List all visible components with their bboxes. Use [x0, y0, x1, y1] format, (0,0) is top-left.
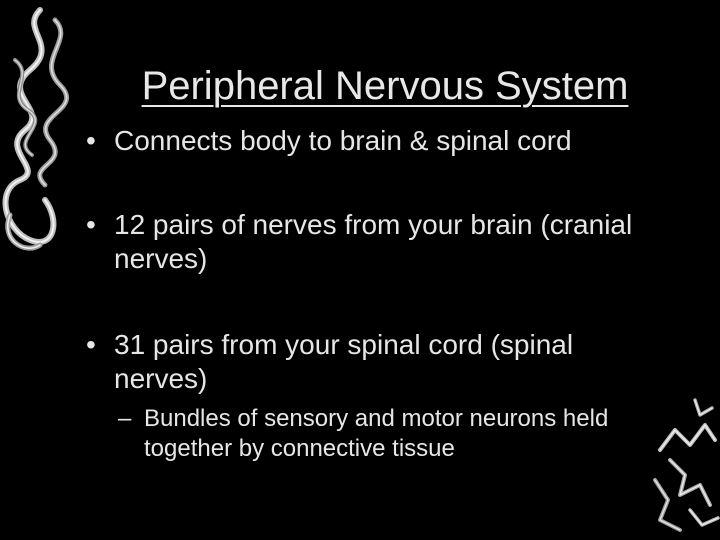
sub-bullet-item: – Bundles of sensory and motor neurons h…	[118, 404, 638, 464]
sub-bullet-text: Bundles of sensory and motor neurons hel…	[144, 405, 609, 462]
bullet-item: • 12 pairs of nerves from your brain (cr…	[86, 208, 666, 276]
bullet-marker: •	[86, 329, 96, 360]
bullet-text: 12 pairs of nerves from your brain (cran…	[114, 209, 633, 274]
bullet-text: 31 pairs from your spinal cord (spinal n…	[114, 329, 574, 394]
bullet-marker: •	[86, 209, 96, 240]
bullet-item: • Connects body to brain & spinal cord	[86, 124, 666, 158]
neuron-branch-graphic	[653, 398, 720, 532]
bullet-marker: •	[86, 125, 96, 156]
sub-bullet-marker: –	[118, 405, 132, 432]
nerve-squiggle-graphic	[2, 7, 70, 251]
slide-title: Peripheral Nervous System	[141, 64, 629, 108]
bullet-text: Connects body to brain & spinal cord	[114, 125, 572, 156]
bullet-item: • 31 pairs from your spinal cord (spinal…	[86, 328, 666, 396]
